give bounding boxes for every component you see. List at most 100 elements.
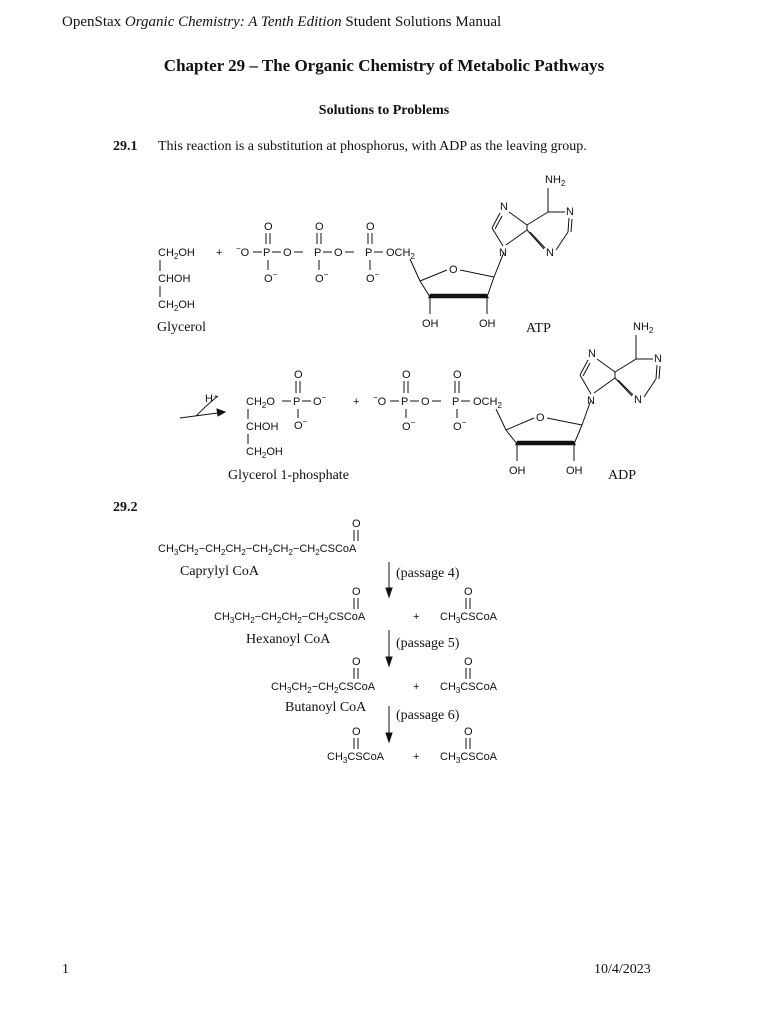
svg-text:+: + xyxy=(353,396,359,408)
adp-label: ADP xyxy=(608,468,637,483)
passage-4-label: (passage 4) xyxy=(396,566,460,581)
glycerol-structure: CH2OH CHOH CH2OH xyxy=(158,247,195,313)
acetyl-coa-2: CH3CSCoA O xyxy=(440,656,498,695)
svg-text:CH3CSCoA: CH3CSCoA xyxy=(440,681,498,695)
svg-text:CH3CSCoA: CH3CSCoA xyxy=(327,751,385,765)
svg-text:O: O xyxy=(536,412,545,424)
passage-5-label: (passage 5) xyxy=(396,636,460,651)
svg-text:+: + xyxy=(413,751,419,763)
svg-text:N: N xyxy=(566,206,574,218)
svg-text:O: O xyxy=(421,396,430,408)
svg-text:O: O xyxy=(264,221,273,233)
svg-text:O−: O− xyxy=(264,270,278,285)
svg-text:+: + xyxy=(216,247,222,259)
adp-ribose: O OH OH xyxy=(495,399,592,477)
glycerol-phosphate-structure: CH2O P O− O O− CHOH CH2OH xyxy=(246,369,327,460)
svg-text:O−: O− xyxy=(366,270,380,285)
svg-text:NH2: NH2 xyxy=(633,321,654,335)
svg-text:CHOH: CHOH xyxy=(246,421,278,433)
atp-ribose: O OH OH xyxy=(409,251,505,330)
section-title: Solutions to Problems xyxy=(318,103,450,118)
svg-text:O: O xyxy=(283,247,292,259)
problem-number-29-1: 29.1 xyxy=(113,139,138,154)
svg-text:CH2OH: CH2OH xyxy=(158,247,195,261)
svg-text:N: N xyxy=(654,353,662,365)
svg-text:CH2OH: CH2OH xyxy=(158,299,195,313)
atp-triphosphate: −O P O P O P OCH2 O O O O− O− O− xyxy=(236,221,415,285)
svg-text:P: P xyxy=(365,247,372,259)
svg-text:OH: OH xyxy=(479,318,496,330)
acetyl-coa-1: CH3CSCoA O xyxy=(440,586,498,625)
footer-date: 10/4/2023 xyxy=(594,962,651,977)
svg-text:O−: O− xyxy=(313,393,327,408)
svg-text:O: O xyxy=(464,726,473,738)
hexanoyl-coa-structure: CH3CH2−CH2CH2−CH2CSCoA O xyxy=(214,586,366,625)
glycerol-label: Glycerol xyxy=(157,320,206,335)
passage-6-label: (passage 6) xyxy=(396,708,460,723)
svg-text:P: P xyxy=(452,396,459,408)
svg-text:O−: O− xyxy=(294,417,308,432)
caprylyl-coa-structure: CH3CH2−CH2CH2−CH2CH2−CH2CSCoA O xyxy=(158,518,361,557)
svg-text:CH3CH2−CH2CSCoA: CH3CH2−CH2CSCoA xyxy=(271,681,376,695)
svg-text:OCH2: OCH2 xyxy=(386,247,415,261)
arrow-passage-6 xyxy=(385,706,393,744)
svg-text:O−: O− xyxy=(453,418,467,433)
svg-text:−O: −O xyxy=(236,244,250,259)
adp-diphosphate: −O P O P OCH2 O O O− O− xyxy=(373,369,502,433)
svg-text:P: P xyxy=(263,247,270,259)
svg-text:N: N xyxy=(500,201,508,213)
svg-text:CH2O: CH2O xyxy=(246,396,275,410)
arrow-passage-5 xyxy=(385,630,393,668)
svg-text:+: + xyxy=(413,611,419,623)
svg-text:O: O xyxy=(352,656,361,668)
svg-text:O: O xyxy=(464,656,473,668)
acetyl-coa-3: CH3CSCoA O xyxy=(327,726,385,765)
svg-text:O−: O− xyxy=(402,418,416,433)
svg-text:O: O xyxy=(366,221,375,233)
catalyst-label: H⁺ xyxy=(205,393,219,405)
reaction-arrow-1 xyxy=(179,395,227,419)
svg-text:O: O xyxy=(449,264,458,276)
atp-label: ATP xyxy=(526,321,551,336)
glycerol-1-phosphate-label: Glycerol 1-phosphate xyxy=(228,468,349,483)
svg-text:N: N xyxy=(546,247,554,259)
chapter-title: Chapter 29 – The Organic Chemistry of Me… xyxy=(163,56,605,75)
svg-text:P: P xyxy=(401,396,408,408)
svg-text:CH3CH2−CH2CH2−CH2CH2−CH2CSCoA: CH3CH2−CH2CH2−CH2CH2−CH2CSCoA xyxy=(158,543,357,557)
svg-text:CH3CH2−CH2CH2−CH2CSCoA: CH3CH2−CH2CH2−CH2CSCoA xyxy=(214,611,366,625)
svg-text:+: + xyxy=(413,681,419,693)
atp-adenine: N N N N NH2 xyxy=(491,174,574,259)
svg-text:N: N xyxy=(634,394,642,406)
problem-number-29-2: 29.2 xyxy=(113,500,138,515)
svg-text:CH2OH: CH2OH xyxy=(246,446,283,460)
running-header: OpenStax Organic Chemistry: A Tenth Edit… xyxy=(62,14,501,31)
svg-text:P: P xyxy=(314,247,321,259)
svg-text:OH: OH xyxy=(566,465,583,477)
svg-text:O: O xyxy=(352,726,361,738)
svg-text:OCH2: OCH2 xyxy=(473,396,502,410)
svg-text:O: O xyxy=(464,586,473,598)
header-book-title: Organic Chemistry: A Tenth Edition xyxy=(124,14,342,30)
svg-text:CH3CSCoA: CH3CSCoA xyxy=(440,611,498,625)
problem-text-29-1: This reaction is a substitution at phosp… xyxy=(158,139,587,154)
header-suffix: Student Solutions Manual xyxy=(341,14,502,30)
svg-text:−O: −O xyxy=(373,393,387,408)
header-prefix: OpenStax xyxy=(62,14,125,30)
svg-text:O: O xyxy=(334,247,343,259)
page-number: 1 xyxy=(62,962,69,977)
svg-text:CH3CSCoA: CH3CSCoA xyxy=(440,751,498,765)
caprylyl-coa-label: Caprylyl CoA xyxy=(180,564,259,579)
svg-text:CHOH: CHOH xyxy=(158,273,190,285)
acetyl-coa-4: CH3CSCoA O xyxy=(440,726,498,765)
svg-text:O: O xyxy=(352,586,361,598)
hexanoyl-coa-label: Hexanoyl CoA xyxy=(246,632,331,647)
butanoyl-coa-structure: CH3CH2−CH2CSCoA O xyxy=(271,656,376,695)
svg-text:P: P xyxy=(293,396,300,408)
svg-text:NH2: NH2 xyxy=(545,174,566,188)
svg-text:N: N xyxy=(499,247,507,259)
svg-text:O: O xyxy=(453,369,462,381)
svg-text:N: N xyxy=(587,395,595,407)
svg-text:O: O xyxy=(294,369,303,381)
arrow-passage-4 xyxy=(385,562,393,599)
